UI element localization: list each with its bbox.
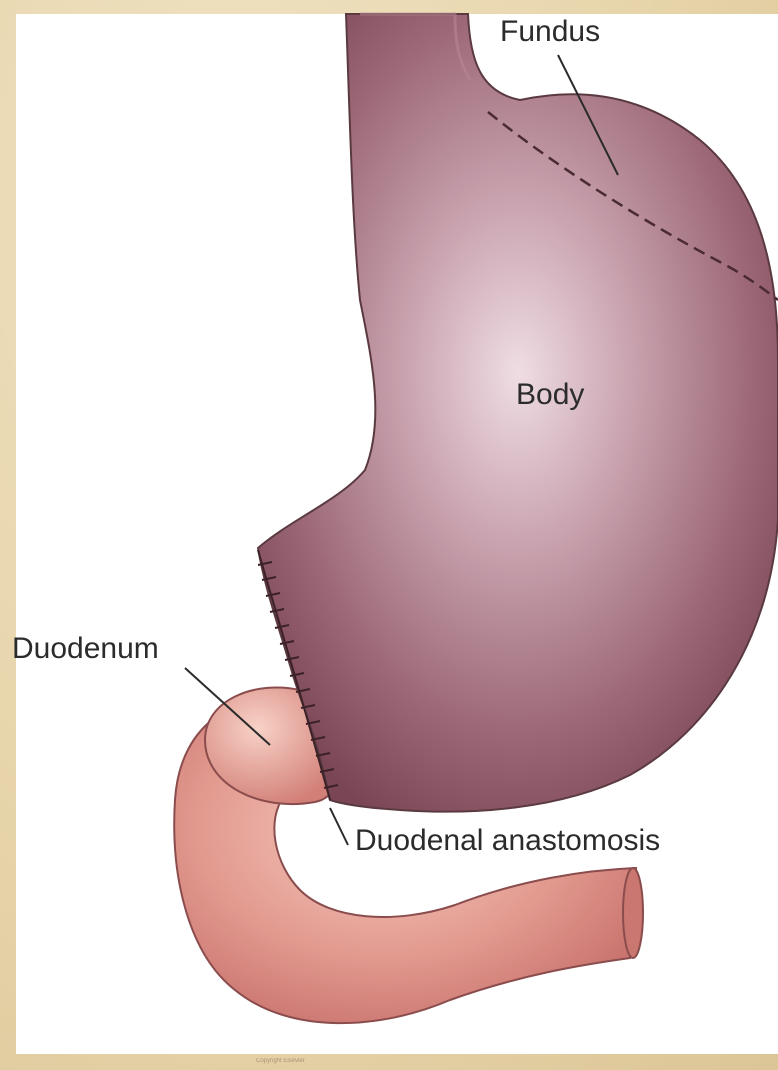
duodenum-end	[623, 868, 643, 958]
fundus-label: Fundus	[500, 17, 600, 47]
anastomosis-label: Duodenal anastomosis	[355, 826, 660, 856]
copyright-credit: Copyright Elsevier	[256, 1058, 305, 1064]
body-label: Body	[516, 380, 584, 410]
duodenum-label: Duodenum	[12, 634, 159, 664]
